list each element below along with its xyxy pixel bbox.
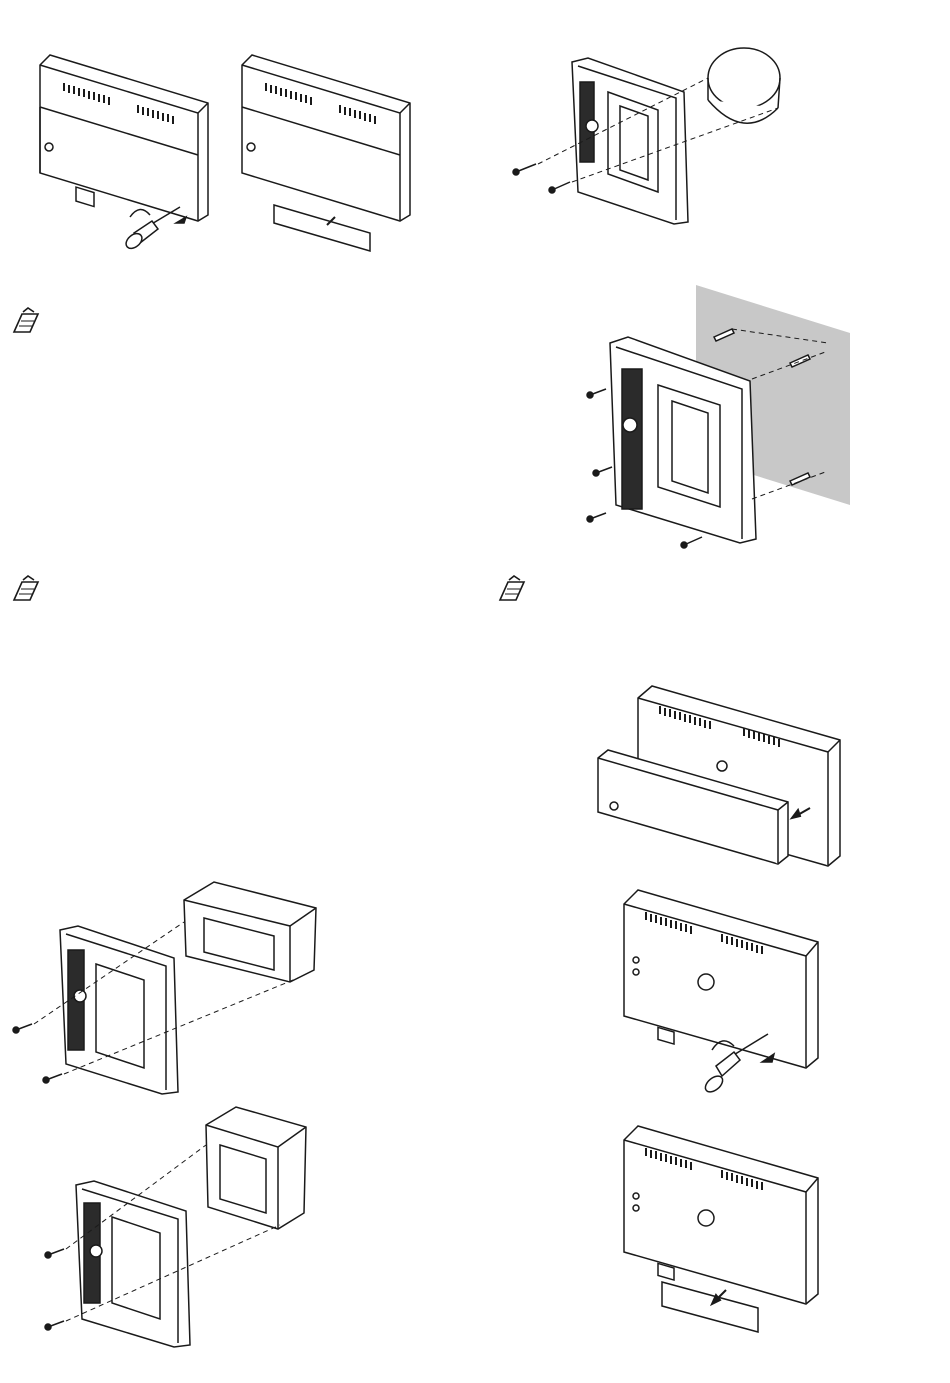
monitor-front-cover-removal: [592, 680, 852, 870]
monitor-body: [624, 1126, 818, 1304]
monitor-terminal-cover-open: [618, 886, 838, 1116]
backplate-round-box-mount: [508, 22, 788, 232]
round-flush-box: [708, 48, 780, 123]
note-pad-icon: [8, 572, 42, 606]
monitor-terminal-cover-removed: [618, 1122, 838, 1342]
note-pad-icon: [8, 304, 42, 338]
power-supply-unit-right: [242, 55, 410, 251]
back-plate: [60, 926, 178, 1094]
rectangular-flush-box: [184, 882, 316, 982]
back-plate: [76, 1181, 190, 1347]
back-plate: [572, 58, 688, 224]
screw-icon: [45, 1249, 64, 1330]
screw-icon: [13, 1024, 62, 1083]
backplate-rect-box-mount: [8, 878, 328, 1098]
screw-icon: [513, 164, 570, 193]
backplate-square-box-mount: [40, 1105, 330, 1355]
square-flush-box: [206, 1107, 306, 1229]
backplate-wall-mount: [580, 285, 860, 565]
note-pad-icon: [494, 572, 528, 606]
terminal-cover: [662, 1282, 758, 1332]
power-supply-unit-left: [40, 55, 208, 221]
power-supply-cover-removal: [30, 55, 430, 265]
